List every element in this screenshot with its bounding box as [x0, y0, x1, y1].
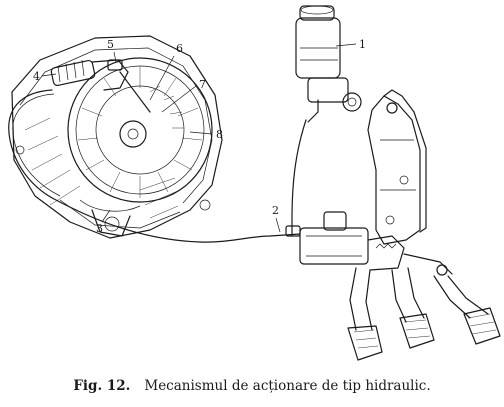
clutch-disc [67, 57, 213, 203]
gearbox-housing [11, 35, 223, 239]
pedal-assembly [299, 211, 501, 361]
callout-4: 4 [33, 70, 40, 83]
hydraulic-clutch-drawing: 1 2 3 4 5 6 7 8 [8, 5, 501, 361]
hydraulic-hose [8, 89, 301, 243]
figure-number: Fig. 12. [73, 378, 131, 394]
figure-caption: Fig. 12. Mecanismul de acționare de tip h… [0, 378, 504, 394]
figure-title: Mecanismul de acționare de tip hidraulic… [144, 378, 431, 394]
callout-1: 1 [359, 38, 366, 51]
master-cylinder-reservoir [295, 5, 362, 123]
slave-cylinder [50, 59, 151, 113]
callout-5: 5 [107, 38, 114, 51]
callout-6: 6 [176, 42, 183, 55]
callout-7: 7 [199, 78, 206, 91]
supply-line [285, 119, 307, 237]
callout-3: 3 [96, 222, 103, 235]
callout-2: 2 [272, 204, 279, 217]
leader-lines [41, 43, 357, 233]
figure-illustration: 1 2 3 4 5 6 7 8 [8, 5, 501, 361]
callout-8: 8 [216, 128, 223, 141]
pedal-bracket [367, 89, 427, 245]
